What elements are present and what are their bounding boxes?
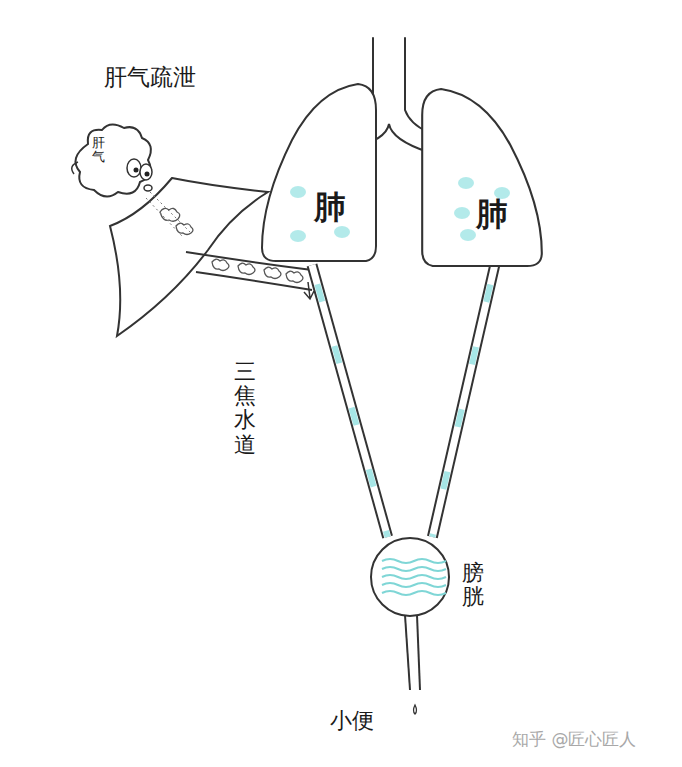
breath [146,192,190,236]
node-label: 肺 [314,186,346,230]
urethra [405,615,420,690]
title: 肝气疏泄 [104,62,196,93]
bladder-node: 膀胱 [370,537,450,617]
node-label: 膀胱 [462,561,484,609]
watermark: 知乎 @匠心匠人 [512,728,636,751]
passage-label: 三焦水道 [234,360,256,457]
water-passage [432,265,494,537]
water-passage [312,265,388,537]
node-outline [258,80,378,265]
output-label: 小便 [330,706,374,736]
node-label: 肝气 [92,136,105,165]
liver-lobe [110,178,268,336]
lung-node: 肺 [258,80,378,265]
node-outline [72,122,156,200]
node-outline [370,537,450,617]
node-outline [418,85,546,265]
liver-qi-node: 肝气 [72,122,156,200]
node-label: 肺 [476,193,508,237]
urine-drop [414,705,417,714]
lung-node: 肺 [418,85,546,265]
